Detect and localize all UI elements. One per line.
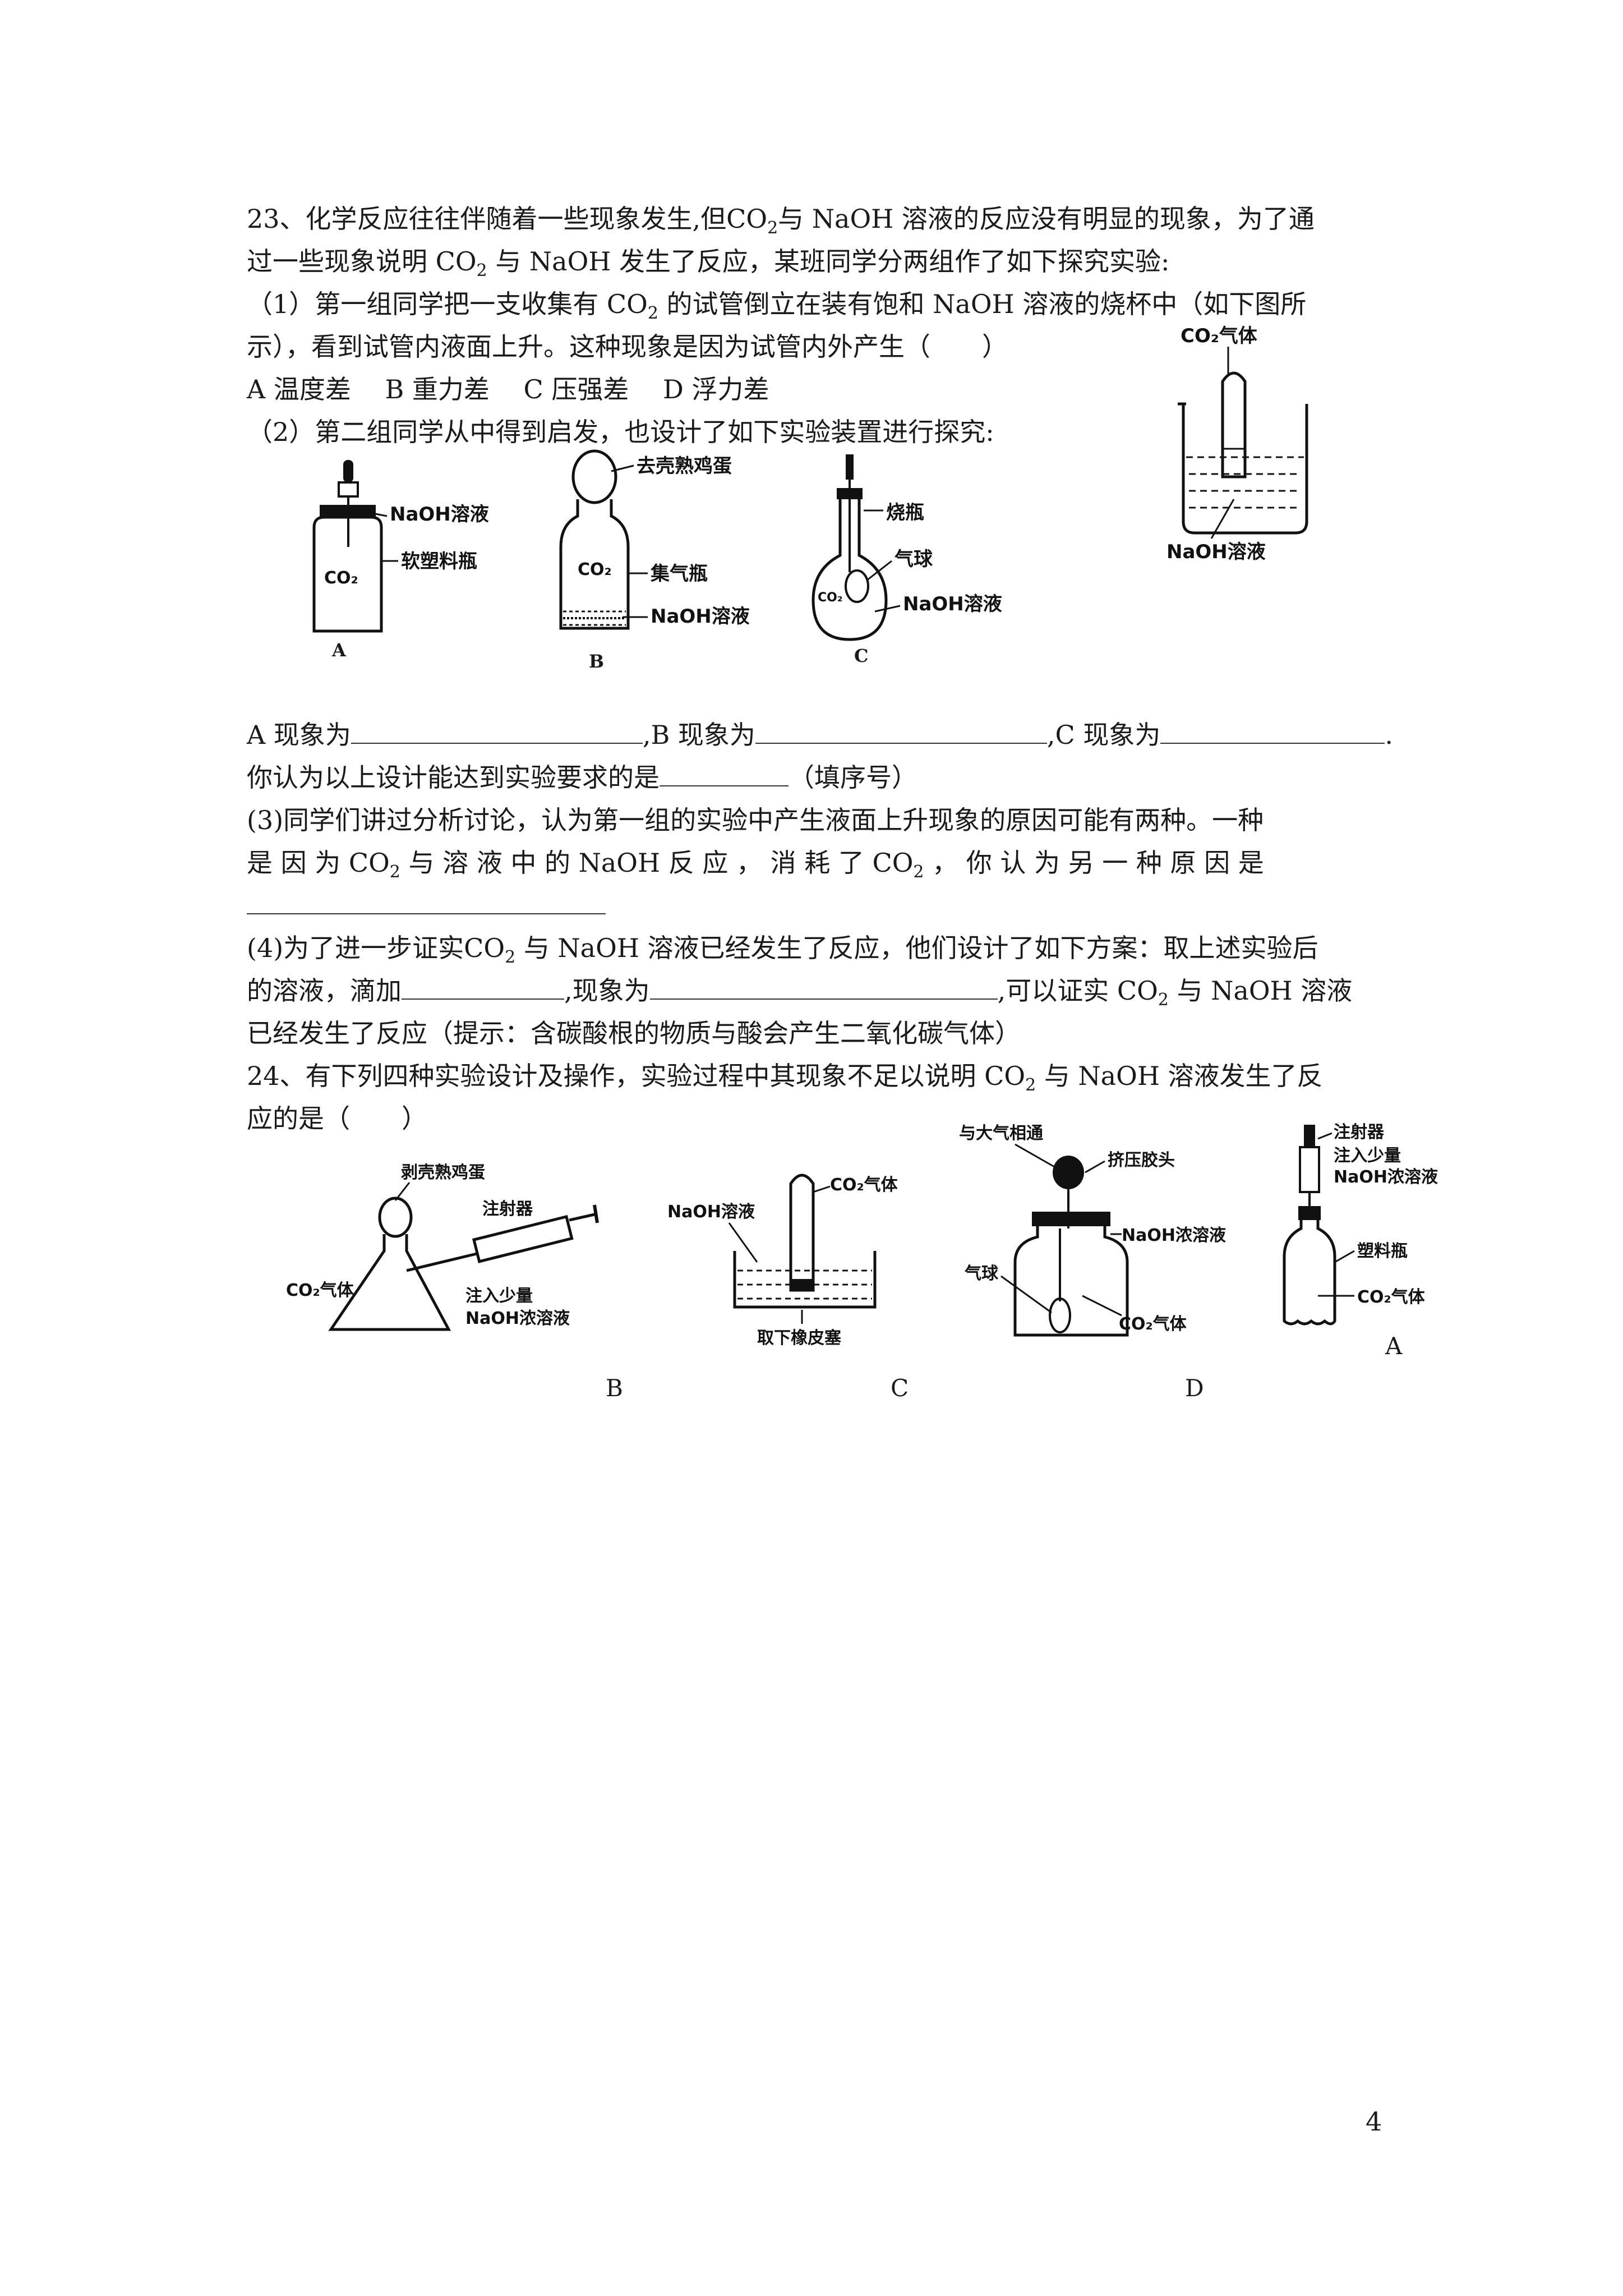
co2-formula: CO2 [348,848,400,882]
q23-part4-line-2: 的溶液，滴加,现象为,可以证实 CO2 与 NaOH 溶液 [247,976,1353,1010]
svg-text:注入少量: 注入少量 [465,1286,533,1306]
blank-requirement[interactable] [660,763,789,786]
blank-phenomenon-4[interactable] [649,976,998,1000]
figure-label-c: C [854,645,869,666]
q23-part4-line-1: (4)为了进一步证实CO2 与 NaOH 溶液已经发生了反应，他们设计了如下方案… [247,933,1318,968]
figure-label-q24-a: A [1385,1332,1403,1360]
svg-text:CO₂气体: CO₂气体 [1181,325,1257,347]
svg-text:取下橡皮塞: 取下橡皮塞 [757,1328,841,1348]
svg-text:NaOH浓溶液: NaOH浓溶液 [1122,1226,1226,1245]
q23-options: A 温度差 B 重力差 C 压强差 D 浮力差 [247,374,769,404]
svg-text:去壳熟鸡蛋: 去壳熟鸡蛋 [637,455,732,477]
svg-text:CO₂气体: CO₂气体 [1119,1314,1187,1334]
svg-text:NaOH浓溶液: NaOH浓溶液 [1334,1167,1438,1187]
blank-c-phenomenon[interactable] [1160,720,1385,744]
figure-q24-a: 注射器 注入少量 NaOH浓溶液 塑料瓶 CO₂气体 A [1273,1116,1497,1360]
figure-apparatus-c: CO₂ 烧瓶 气球 NaOH溶液 C [808,443,1054,670]
svg-text:挤压胶头: 挤压胶头 [1108,1151,1175,1170]
figure-label-q24-c: C [891,1374,909,1402]
blank-a-phenomenon[interactable] [351,720,643,744]
page-number: 4 [1366,2106,1382,2137]
blank-reagent[interactable] [402,976,564,1000]
q23-part1-line-1: （1）第一组同学把一支收集有 CO2 的试管倒立在装有饱和 NaOH 溶液的烧杯… [247,289,1307,324]
q23-part3-answer [247,889,606,922]
co2-formula: CO2 [726,204,778,238]
figure-test-tube-beaker: CO₂气体 NaOH溶液 [1155,314,1346,574]
figure-label-a: A [332,639,346,661]
blank-other-reason[interactable] [247,891,606,914]
svg-text:NaOH溶液: NaOH溶液 [667,1202,755,1222]
figure-label-q24-d: D [1185,1374,1204,1402]
blank-b-phenomenon[interactable] [755,720,1047,744]
svg-text:NaOH溶液: NaOH溶液 [1166,541,1266,563]
figure-q24-b: 剥壳熟鸡蛋 注射器 CO₂气体 注入少量 NaOH浓溶液 B [280,1156,628,1402]
figure-q24-d: 与大气相通 挤压胶头 NaOH浓溶液 气球 CO₂气体 D [953,1116,1226,1402]
co2-formula: CO2 [984,1061,1036,1096]
q24-line-1: 24、有下列四种实验设计及操作，实验过程中其现象不足以说明 CO2 与 NaOH… [247,1061,1323,1096]
svg-text:气球: 气球 [965,1264,999,1283]
svg-text:CO₂气体: CO₂气体 [830,1175,898,1195]
svg-text:NaOH溶液: NaOH溶液 [651,605,750,628]
svg-text:气球: 气球 [894,548,933,570]
q23-part1-line-2: 示），看到试管内液面上升。这种现象是因为试管内外产生（ ） [247,332,1008,362]
svg-text:CO₂气体: CO₂气体 [1357,1287,1426,1307]
q24-line-2: 应的是（ ） [247,1103,427,1134]
co2-formula: CO2 [464,933,516,968]
svg-text:烧瓶: 烧瓶 [886,501,924,524]
svg-text:CO₂: CO₂ [818,591,842,605]
q23-fill-phenomena: A 现象为,B 现象为,C 现象为. [247,720,1393,750]
svg-text:注射器: 注射器 [1334,1122,1385,1142]
svg-text:注入少量: 注入少量 [1334,1146,1401,1166]
svg-text:软塑料瓶: 软塑料瓶 [401,550,477,573]
figure-apparatus-a: CO₂ NaOH溶液 软塑料瓶 A [303,449,538,675]
co2-formula: CO2 [606,289,658,324]
co2-formula: CO2 [872,848,924,882]
figure-q24-c: CO₂气体 NaOH溶液 取下橡皮塞 C [662,1167,920,1402]
svg-text:注射器: 注射器 [482,1199,533,1219]
figure-label-q24-b: B [606,1374,623,1402]
q23-intro-line-2: 过一些现象说明 CO2 与 NaOH 发生了反应，某班同学分两组作了如下探究实验… [247,246,1170,281]
svg-text:NaOH溶液: NaOH溶液 [390,503,489,526]
q23-requirement-line: 你认为以上设计能达到实验要求的是（填序号） [247,762,917,793]
svg-text:集气瓶: 集气瓶 [650,563,708,585]
q23-part3-line-2: 是 因 为 CO2 与 溶 液 中 的 NaOH 反 应 ， 消 耗 了 CO2… [247,848,1264,882]
svg-text:塑料瓶: 塑料瓶 [1357,1241,1408,1261]
svg-text:NaOH浓溶液: NaOH浓溶液 [465,1309,570,1328]
figure-apparatus-b: CO₂ 去壳熟鸡蛋 集气瓶 NaOH溶液 B [555,449,813,675]
q23-part4-line-3: 已经发生了反应（提示：含碳酸根的物质与酸会产生二氧化碳气体） [247,1018,1021,1048]
svg-text:CO₂: CO₂ [324,568,358,588]
svg-text:CO₂气体: CO₂气体 [286,1281,354,1300]
svg-text:NaOH溶液: NaOH溶液 [903,593,1002,615]
q23-intro-line-1: 23、化学反应往往伴随着一些现象发生,但CO2与 NaOH 溶液的反应没有明显的… [247,204,1315,238]
figure-label-b: B [589,651,605,672]
co2-formula: CO2 [1117,976,1169,1010]
svg-text:与大气相通: 与大气相通 [959,1124,1043,1143]
co2-formula: CO2 [435,246,487,281]
svg-text:CO₂: CO₂ [578,560,612,579]
svg-text:剥壳熟鸡蛋: 剥壳熟鸡蛋 [401,1163,485,1182]
q23-part3-line-1: (3)同学们讲过分析讨论，认为第一组的实验中产生液面上升现象的原因可能有两种。一… [247,805,1264,835]
q23-part2-line: （2）第二组同学从中得到启发，也设计了如下实验装置进行探究: [247,417,994,447]
